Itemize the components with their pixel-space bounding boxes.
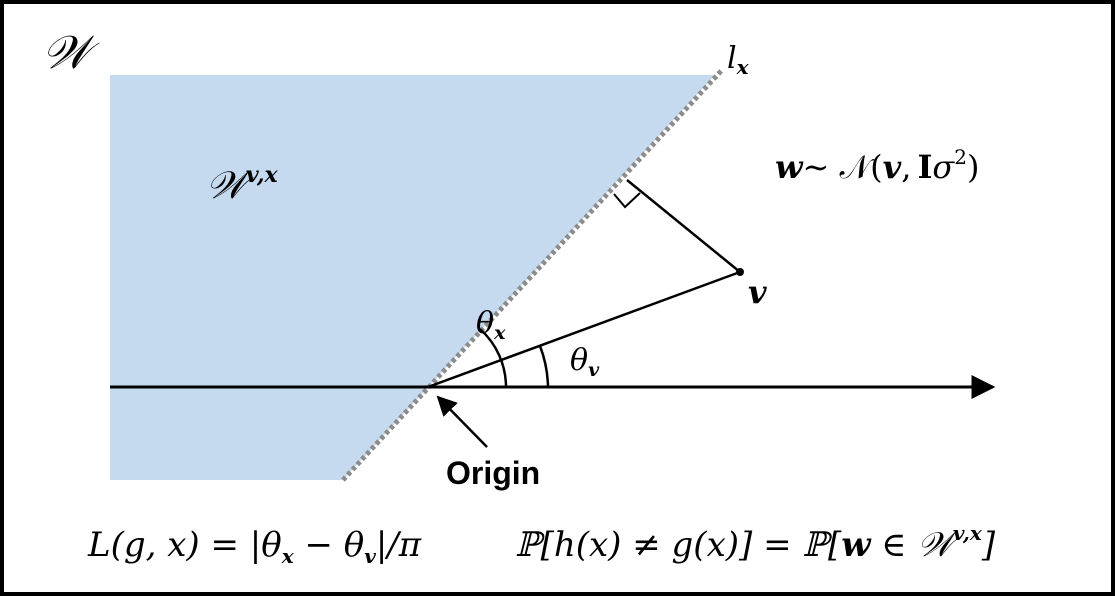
- theta-x-label: θx: [476, 306, 506, 344]
- region-label: 𝒲v,x: [206, 162, 278, 207]
- space-label: 𝒲: [42, 25, 100, 79]
- diagram-canvas: 𝒲 lx 𝒲v,x w∼ 𝒩(v,Iσ2) v θx θv Origin L(g…: [42, 25, 996, 568]
- right-angle-marker: [613, 192, 641, 209]
- theta-v-arc: [538, 345, 550, 388]
- perpendicular-line: [626, 179, 741, 273]
- probability-formula: ℙ[h(x) ≠ g(x)] = ℙ[w ∈ 𝒲v,x]: [515, 521, 996, 565]
- theta-x-arc: [479, 328, 508, 388]
- distribution-label: w∼ 𝒩(v,Iσ2): [775, 145, 979, 186]
- vector-v-label: v: [748, 273, 767, 311]
- origin-label: Origin: [446, 455, 540, 491]
- theta-v-label: θv: [570, 343, 600, 381]
- loss-formula: L(g, x) = |θx − θv|/π: [87, 525, 422, 568]
- boundary-line-lx: [341, 68, 724, 482]
- region-w-vx: [110, 75, 715, 480]
- vector-v-line: [427, 270, 741, 389]
- origin-arrow: [436, 395, 488, 448]
- line-label: lx: [727, 41, 750, 79]
